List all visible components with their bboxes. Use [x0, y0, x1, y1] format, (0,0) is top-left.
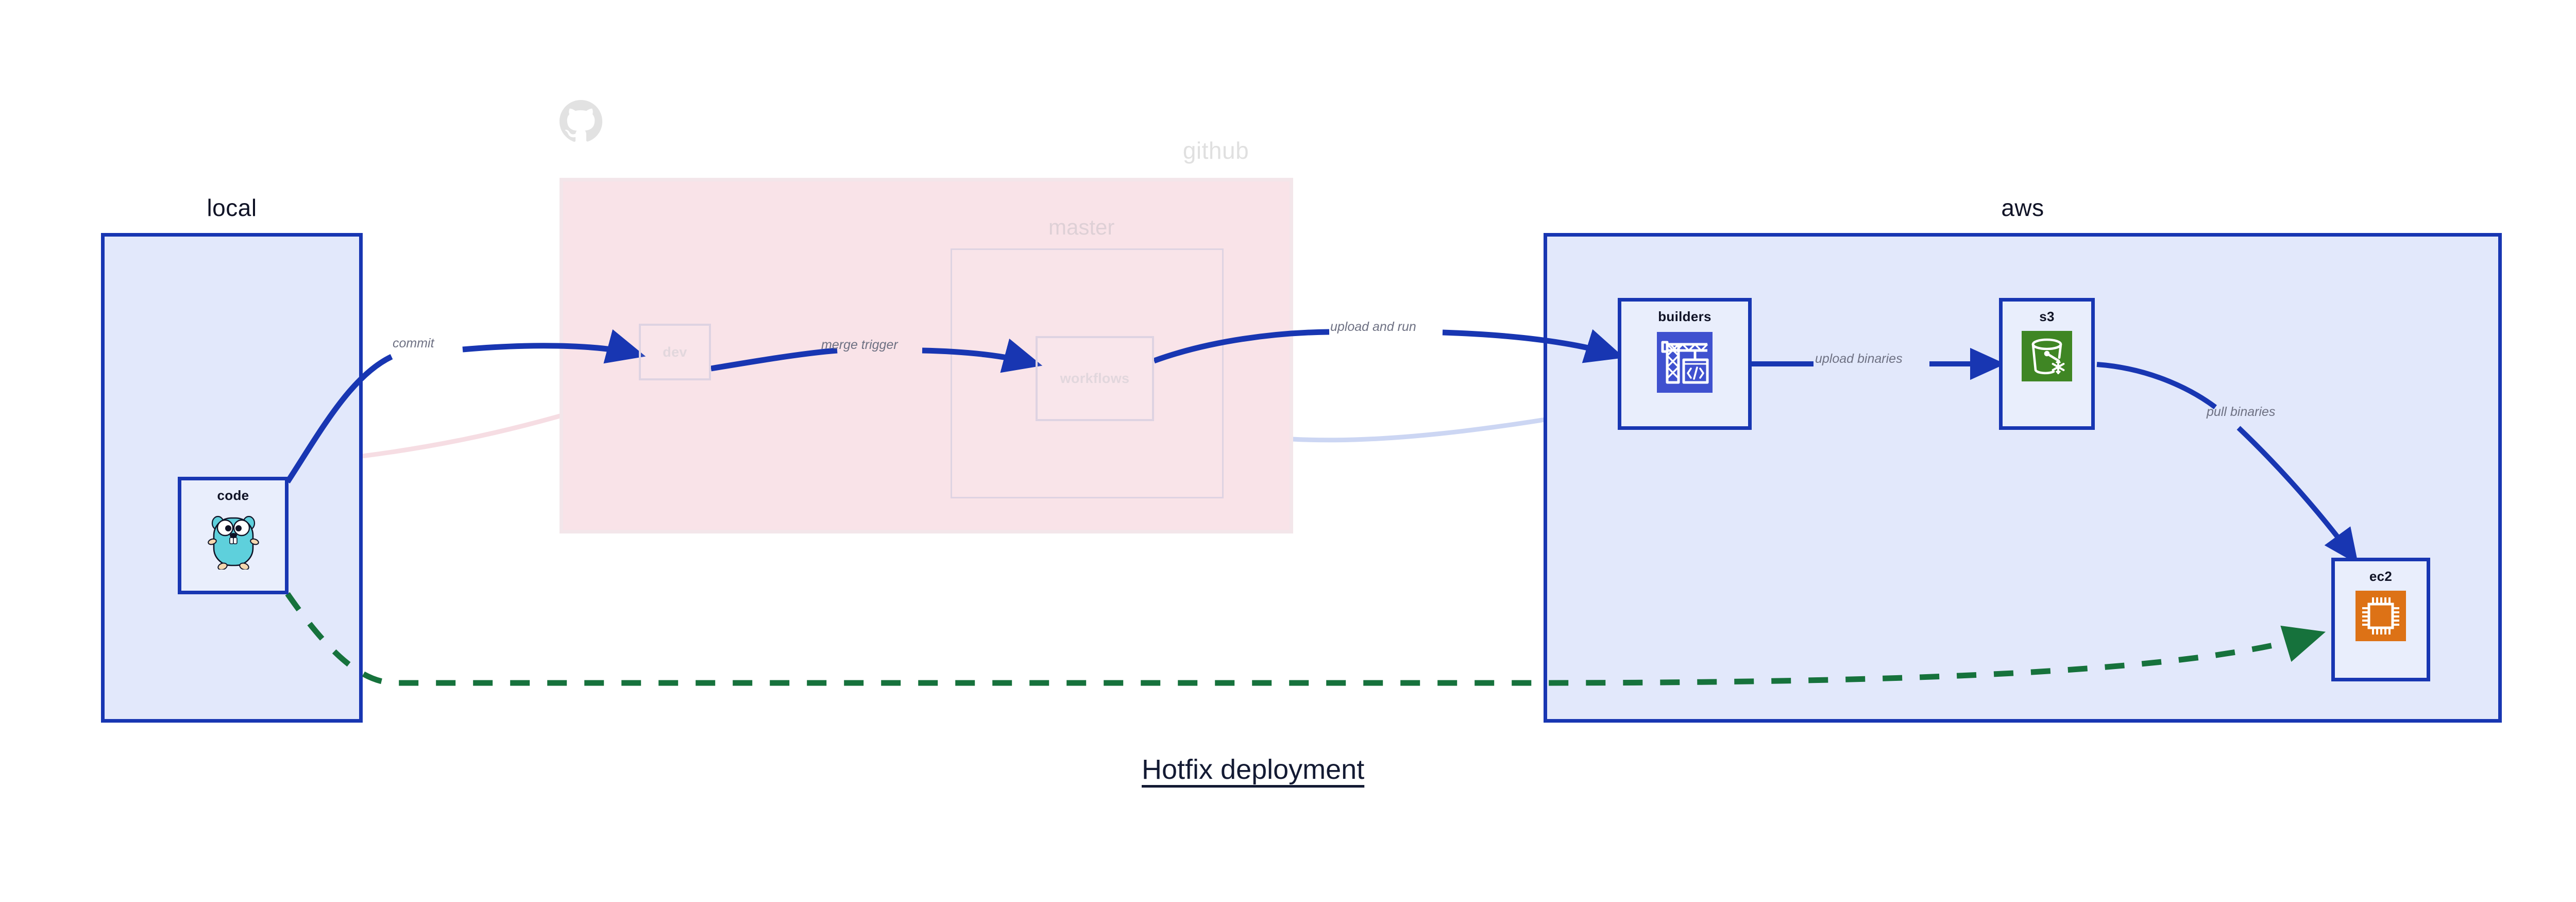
node-code-label: code	[217, 488, 249, 503]
edge-pull-binaries-tail	[2236, 426, 2359, 565]
node-s3[interactable]: s3	[1999, 298, 2095, 430]
s3-bucket-icon	[2022, 331, 2072, 384]
edge-label-upload-and-run: upload and run	[1330, 320, 1416, 334]
cpu-chip-icon	[2355, 591, 2406, 644]
node-ec2-label: ec2	[2369, 569, 2393, 584]
edge-upload-and-run-tail	[1442, 329, 1625, 363]
node-code[interactable]: code	[178, 477, 289, 594]
subcluster-master-label: master	[1048, 215, 1115, 239]
edge-label-upload-binaries: upload binaries	[1815, 352, 1903, 366]
edge-label-merge-trigger: merge trigger	[821, 338, 898, 352]
github-octocat-icon	[560, 100, 603, 142]
edge-hotfix-dashed	[285, 592, 2326, 686]
edge-commit	[285, 354, 393, 484]
crane-code-icon	[1656, 331, 1714, 396]
figure-title: Hotfix deployment	[1142, 754, 1365, 785]
cluster-local-label: local	[207, 194, 257, 221]
cluster-aws-label: aws	[2001, 194, 2044, 221]
go-gopher-icon	[207, 510, 260, 572]
edge-merge-trigger-head	[710, 347, 838, 372]
edge-commit-tail	[462, 329, 646, 364]
edge-label-commit: commit	[393, 336, 434, 350]
cluster-github-label: github	[1182, 137, 1249, 164]
node-workflows[interactable]: workflows	[1036, 336, 1154, 421]
node-builders[interactable]: builders	[1618, 298, 1752, 430]
subcluster-master	[951, 248, 1224, 498]
edge-merge-trigger-tail	[922, 338, 1043, 373]
edge-upload-and-run-head	[1153, 329, 1330, 364]
node-workflows-label: workflows	[1060, 371, 1130, 386]
edge-label-pull-binaries: pull binaries	[2207, 405, 2276, 419]
node-dev-label: dev	[663, 344, 687, 360]
node-builders-label: builders	[1658, 309, 1711, 324]
node-ec2[interactable]: ec2	[2331, 558, 2430, 681]
edge-pull-binaries-head	[2096, 362, 2217, 410]
node-dev[interactable]: dev	[639, 324, 711, 380]
node-s3-label: s3	[2039, 309, 2055, 324]
